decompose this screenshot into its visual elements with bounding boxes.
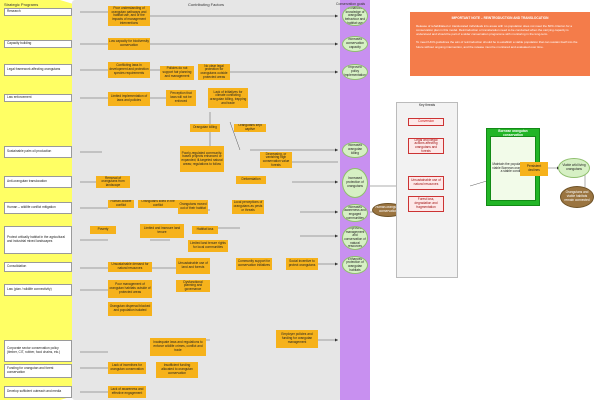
factor-insecure-tenure: Limited and insecure land tenure [140,224,184,238]
threat-forest-loss: Forest loss, degradation and fragmentati… [408,196,444,212]
strategy-law-enforcement: Law enforcement [4,94,72,102]
note-paragraph-1: Release of rehabilitated or translocated… [416,24,573,37]
outcome-connected-habitats: Orangutans and viable habitats remain co… [560,186,594,208]
target-title: Bornean orangutan conservation [498,129,528,137]
factor-low-capacity: Low capacity for biodiversity conservati… [108,38,150,50]
factor-unsustainable-demand: Unsustainable demand for natural resourc… [108,262,152,272]
factor-social-incentive: Social incentive to protect orangutans [286,258,318,270]
strategy-band-title: Strategic Programs [4,2,39,7]
factor-community-support: Community support for conservation initi… [236,258,272,270]
important-note: IMPORTANT NOTE – REINTRODUCTION AND TRAN… [410,12,590,76]
factor-hcv-forests: Decreasing, or vanishing high conservati… [260,152,292,168]
goal-policy-implementation: Improved policy implementation [342,64,368,80]
factor-land-tenure-rights: Limited land tenure rights for local com… [188,240,228,252]
threat-conversion: Conversion [408,118,444,126]
factor-no-legal-protection: No clear legal protection for orangutans… [198,64,230,80]
strategy-capacity: Capacity building [4,40,72,48]
factor-policies: Policies do not support fair planning an… [160,66,194,80]
note-title: IMPORTANT NOTE – REINTRODUCTION AND TRAN… [451,16,549,20]
factor-hwc: Human-wildlife conflict [108,200,134,208]
strategy-palm-oil: Sustainable palm oil production [4,146,72,158]
factor-poor-management: Poor management of orangutan habitats ou… [108,280,152,298]
factor-dispersal-blocked: Orangutan dispersal blocked and populati… [108,302,152,316]
strategy-consolidation: Consolidation [4,262,72,272]
threats-panel [396,102,458,278]
goal-habitat-protection: Enhanced protection of orangutan habitat… [342,256,368,274]
goal-natural-resources: Improved management and conservation of … [342,226,368,250]
factor-removal: Removal of orangutans from landscape [96,176,130,188]
threat-unsustainable-use: Unsustainable use of natural resources [408,176,444,190]
outcome-persistent-declines: Persistent declines [520,162,548,176]
factor-perception-laws: Perception that laws will not be enforce… [166,90,196,106]
strategy-habitat-protection: Protect critically habitat in the agricu… [4,226,72,254]
factor-employer-policies: Employer policies and funding for orangu… [276,330,318,348]
factor-poor-understanding: Poor understanding of orangutan pathways… [108,6,150,26]
factor-deforestation: Deforestation [236,176,266,184]
strategy-corporate-policy: Corporate sector conservation policy (ti… [4,340,72,362]
factor-habitat-loss: Habitat loss [192,226,218,234]
goal-killing: Increased orangutan killing [342,142,368,158]
factor-poverty: Poverty [90,226,116,234]
strategy-research: Research [4,8,72,16]
goal-increased-capacity: Increased conservation capacity [342,36,368,52]
factor-band-title: Contributing Factors [188,2,225,7]
factor-inadequate-laws: Inadequate laws and regulations to enfor… [150,338,206,356]
factor-lack-awareness: Lack of awareness and effective engageme… [108,386,146,398]
goal-engaged-communities: Increased awareness and engaged communit… [342,204,368,222]
strategy-legal-framework: Legal framework affecting orangutans [4,64,72,76]
factor-local-perceptions: Local perceptions of orangutans as pests… [232,200,264,214]
factor-poorly-regulated: Poorly-regulated community-based project… [180,146,224,172]
strategy-outreach: Develop sufficient outreach and media [4,386,72,398]
factor-killed-conflict: Orangutans killed in the conflict [138,200,178,208]
goal-enhanced-knowledge: Enhanced knowledge of orangutan behaviou… [342,6,368,26]
threat-legal-illegal: Legal and illegal actions affecting oran… [408,138,444,154]
factor-limited-implementation: Limited implementation of laws and polic… [108,92,150,106]
threats-title: Key threats [418,103,436,108]
factor-unsustainable-use: Unsustainable use of land and forests [176,258,210,274]
factor-moved-out: Orangutans moved out of their habitat [178,200,208,214]
factor-insufficient-funding: Insufficient funding allocated to orangu… [156,362,198,378]
note-paragraph-2: To meet IUCN guidelines the aim of reint… [416,40,578,49]
factor-kept-captive: Orangutans kept captive [234,124,266,132]
factor-lack-incentives: Lack of incentives for orangutan conserv… [108,362,146,374]
strategy-connectivity: Law (plan / wildlife connectivity) [4,284,72,296]
factor-dysfunctional-planning: Dysfunctional planning and governance [176,280,210,292]
factor-lack-initiatives: Lack of initiatives for climate conflict… [208,88,248,108]
goal-band-title: Conservation goals [336,2,366,6]
strategy-hwc-mitigation: Human – wildlife conflict mitigation [4,202,72,214]
outcome-viable-orangutans: Viable wild living orangutans [558,158,590,178]
strategy-funding: Funding for orangutan and forest conserv… [4,364,72,378]
goal-protection-orangutans: Increased protection of orangutans [342,168,368,198]
factor-orangutan-killing: Orangutan killing [190,124,220,132]
strategy-anti-translocation: Anti-orangutan translocation [4,176,72,188]
factor-conflicting-laws: Conflicting laws in development and prot… [108,62,150,78]
